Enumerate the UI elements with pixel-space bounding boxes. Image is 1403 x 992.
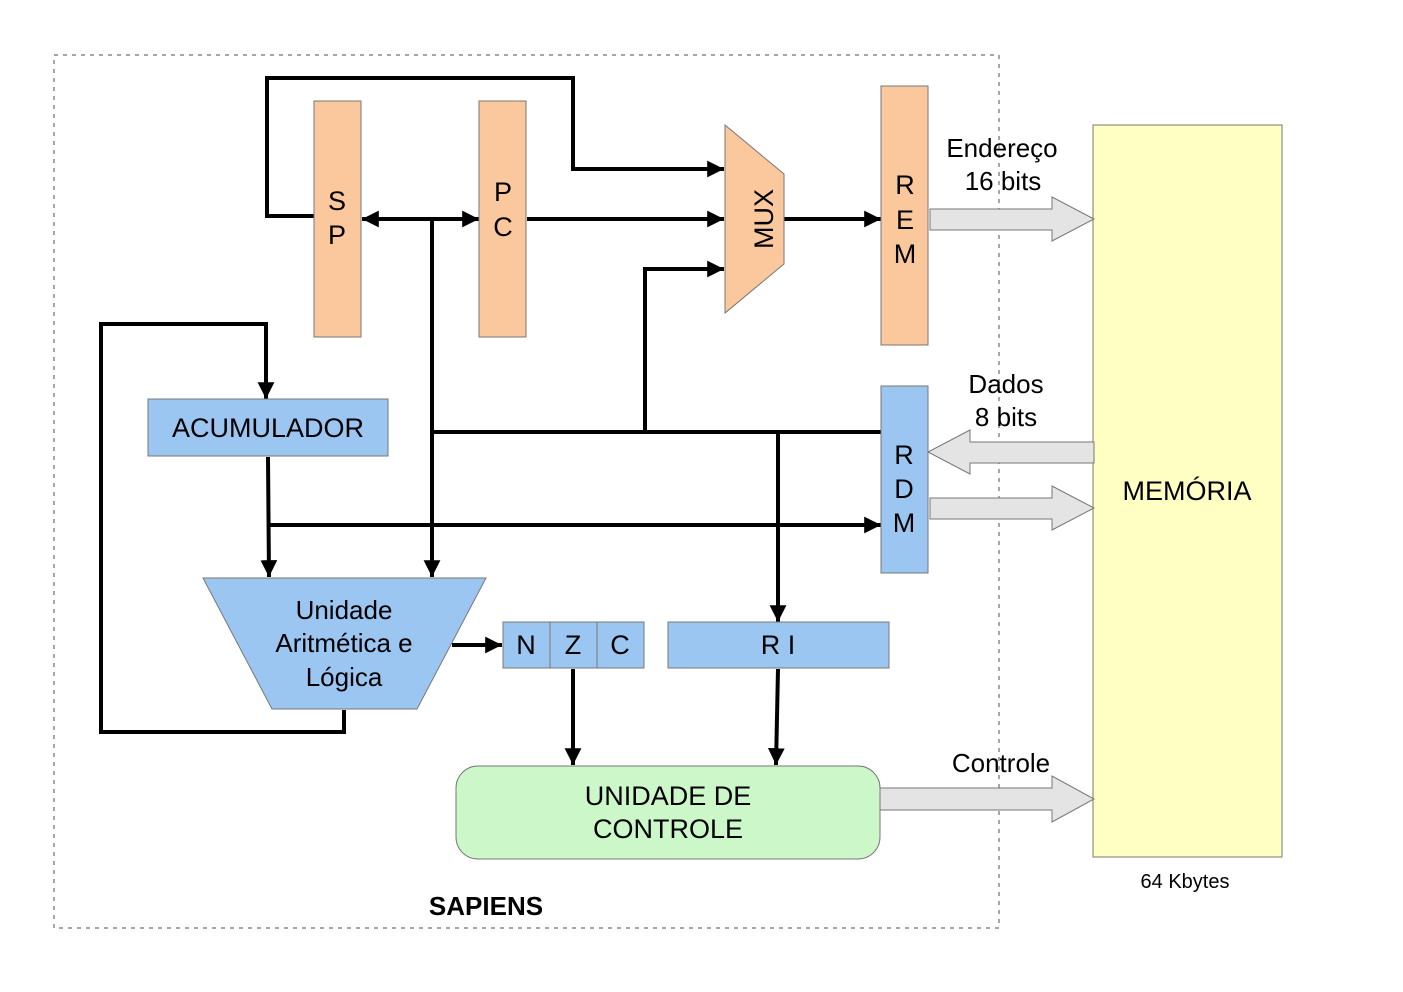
flag-n-label: N: [516, 630, 536, 660]
ri-register: [667, 621, 890, 669]
data-bus-arrow-in: [926, 429, 1095, 475]
pc-letter-1: P: [494, 177, 512, 207]
ri-label: R I: [761, 630, 796, 660]
data-bus-label: Dados: [968, 369, 1043, 399]
accumulator-register: [147, 398, 389, 457]
control-bus-label: Controle: [952, 748, 1050, 778]
flag-c-cell: [596, 621, 645, 669]
wire-bus-mux: [643, 260, 724, 432]
alu-label-line-2: Aritmética e: [275, 628, 412, 658]
wire-acc-alu: [260, 456, 278, 578]
memory-block: [1092, 124, 1283, 858]
flag-n-cell: [502, 621, 551, 669]
flag-c-label: C: [610, 630, 630, 660]
rem-register: [880, 85, 929, 346]
wires: [99, 76, 881, 766]
rem-letter-2: E: [896, 205, 914, 235]
address-bus-arrow: [929, 196, 1096, 242]
flags-register: N Z C: [502, 621, 645, 669]
processor-title: SAPIENS: [429, 891, 543, 921]
sp-register: [313, 100, 362, 338]
control-unit-line-1: UNIDADE DE: [585, 781, 752, 811]
wire-ri-control: [767, 668, 785, 766]
pc-register: [478, 100, 527, 338]
wire-alu-acc: [99, 322, 346, 734]
rem-letter-3: M: [894, 239, 917, 269]
control-bus-arrow: [879, 775, 1096, 823]
control-unit-line-2: CONTROLE: [593, 814, 743, 844]
memory-label: MEMÓRIA: [1122, 475, 1251, 506]
mux-label: MUX: [749, 189, 779, 249]
sp-letter-1: S: [328, 186, 346, 216]
flag-z-label: Z: [565, 630, 582, 660]
rdm-letter-3: M: [893, 508, 916, 538]
alu-label-line-3: Lógica: [306, 662, 383, 692]
address-bus-label: Endereço: [946, 133, 1057, 163]
address-bus-width: 16 bits: [965, 166, 1042, 196]
alu-label-line-1: Unidade: [296, 595, 393, 625]
rdm-register: [880, 385, 929, 574]
sp-letter-2: P: [328, 220, 346, 250]
rem-letter-1: R: [895, 170, 915, 200]
alu-block: [202, 577, 487, 710]
memory-size: 64 Kbytes: [1141, 871, 1230, 893]
pc-letter-2: C: [493, 212, 513, 242]
flag-z-cell: [549, 621, 598, 669]
rdm-letter-1: R: [894, 440, 914, 470]
data-bus-arrow-out: [929, 485, 1096, 531]
accumulator-label: ACUMULADOR: [172, 413, 364, 443]
mux-block: [724, 123, 785, 315]
rdm-letter-2: D: [894, 474, 914, 504]
data-bus-width: 8 bits: [975, 402, 1037, 432]
control-unit: [455, 765, 881, 860]
wire-sp-loop: [265, 76, 724, 218]
